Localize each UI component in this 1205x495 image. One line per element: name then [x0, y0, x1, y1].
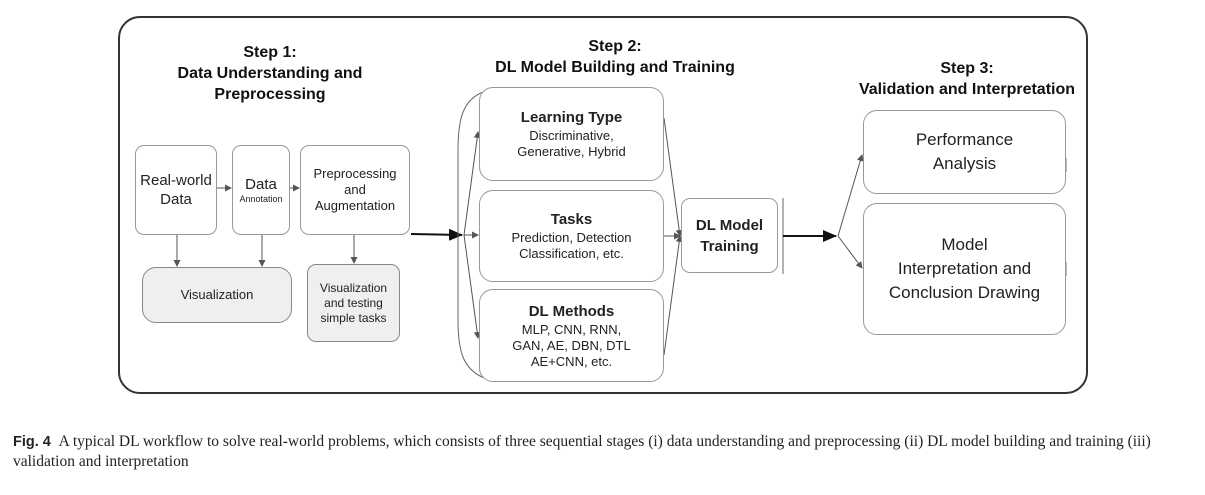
preprocessing-box: Preprocessing and Augmentation — [300, 145, 410, 235]
workflow-frame — [118, 16, 1088, 394]
dl-methods-box: DL Methods MLP, CNN, RNN, GAN, AE, DBN, … — [479, 289, 664, 382]
visualization-box: Visualization — [142, 267, 292, 323]
real-world-data-box: Real-world Data — [135, 145, 217, 235]
step3-title: Step 3: Validation and Interpretation — [858, 60, 1076, 98]
caption-text: A typical DL workflow to solve real-worl… — [13, 433, 1151, 470]
step2-title: Step 2: DL Model Building and Training — [495, 38, 735, 76]
dl-model-training-box: DL Model Training — [681, 198, 778, 273]
tasks-box: Tasks Prediction, Detection Classificati… — [479, 190, 664, 282]
visualization-testing-box: Visualization and testing simple tasks — [307, 264, 400, 342]
data-annotation-box: Data Annotation — [232, 145, 290, 235]
step1-title: Step 1: Data Understanding and Preproces… — [177, 44, 363, 103]
model-interpretation-box: Model Interpretation and Conclusion Draw… — [863, 203, 1066, 335]
figure-label: Fig. 4 — [13, 434, 51, 450]
learning-type-box: Learning Type Discriminative, Generative… — [479, 87, 664, 181]
figure-caption: Fig. 4 A typical DL workflow to solve re… — [13, 432, 1193, 472]
performance-analysis-box: Performance Analysis — [863, 110, 1066, 194]
